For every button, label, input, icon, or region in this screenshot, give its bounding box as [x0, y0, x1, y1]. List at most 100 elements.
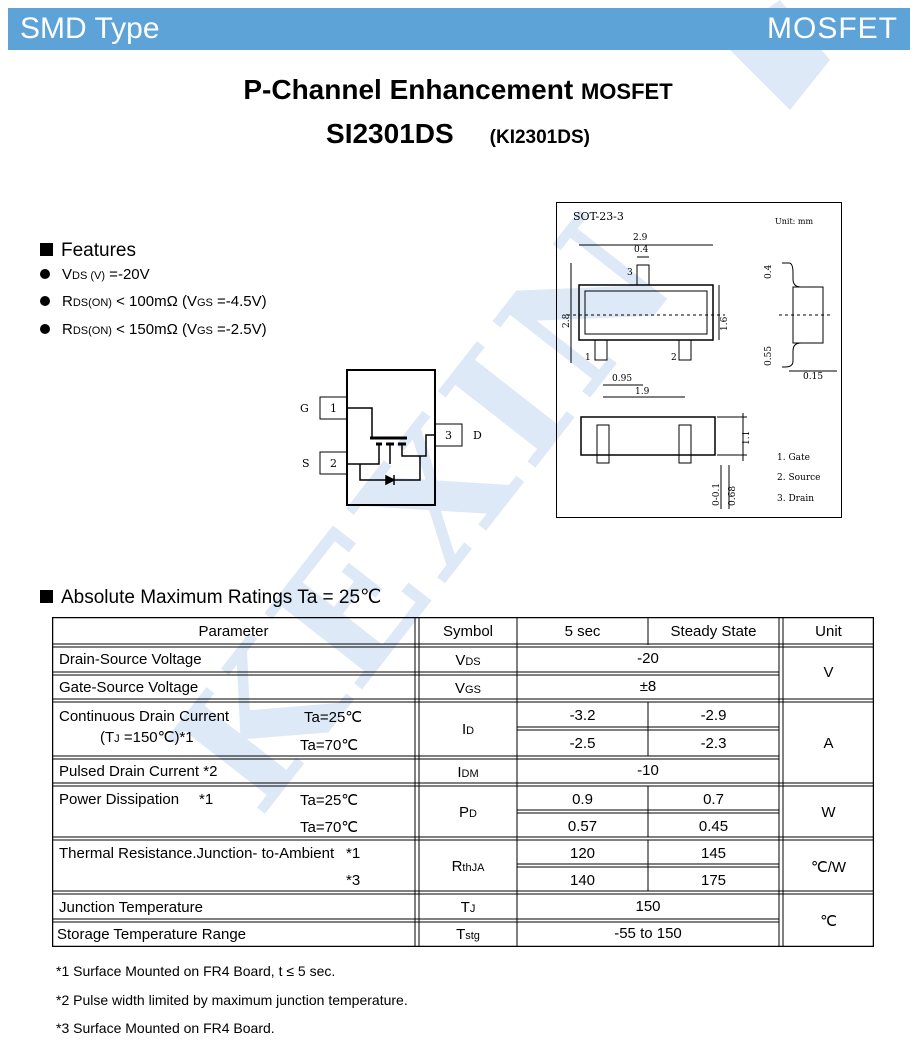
- dim-label: 0.55: [764, 346, 774, 366]
- dim-label: 0.4: [764, 264, 774, 279]
- bullet-icon: [40, 296, 50, 306]
- param-idm: Pulsed Drain Current *2: [59, 763, 218, 780]
- sym-sub: DM: [461, 768, 479, 780]
- symbol-tstg: Tstg: [419, 926, 517, 943]
- sym-sub: thJA: [462, 862, 485, 874]
- col-header-symbol: Symbol: [442, 623, 494, 640]
- param-vgs: Gate-Source Voltage: [59, 679, 199, 696]
- sym-sub: D: [469, 808, 477, 820]
- pin3-label: 3: [445, 429, 452, 442]
- feature-text: R: [62, 293, 73, 310]
- col-header-parameter: Parameter: [198, 623, 269, 640]
- param-id: Continuous Drain Current: [59, 708, 230, 725]
- feature-item: VDS (V) =-20V: [40, 266, 150, 283]
- sym-sub: stg: [465, 930, 480, 942]
- value-tj: 150: [635, 898, 661, 915]
- sym-sub: DS: [465, 656, 481, 668]
- header-bar: SMD Type MOSFET: [8, 8, 910, 50]
- sym-sub: GS: [465, 684, 481, 696]
- feature-text: < 100mΩ (V: [111, 293, 197, 310]
- footnote-1: *1 Surface Mounted on FR4 Board, t ≤ 5 s…: [56, 963, 336, 979]
- sym-sub: J: [469, 903, 476, 915]
- sym: T: [456, 926, 466, 943]
- unit-cw: ℃/W: [810, 859, 847, 876]
- unit-v: V: [823, 664, 834, 681]
- pin1-label: 1: [330, 402, 337, 415]
- sym-sub: D: [466, 725, 475, 737]
- drain-label: D: [473, 429, 482, 442]
- package-name: SOT-23-3: [573, 210, 624, 223]
- bullet-icon: [40, 269, 50, 279]
- unit-a: A: [823, 735, 834, 752]
- feature-item: RDS(ON) < 100mΩ (VGS =-4.5V): [40, 293, 267, 310]
- sym: T: [460, 899, 470, 916]
- cond-ta70: Ta=70℃: [300, 737, 359, 754]
- unit-label: Unit: mm: [775, 217, 813, 226]
- symbol-rth: RthJA: [419, 858, 517, 875]
- legend-drain: 3. Drain: [777, 494, 814, 504]
- footnote-2: *2 Pulse width limited by maximum juncti…: [56, 992, 408, 1008]
- txt: =150℃)*1: [119, 729, 194, 746]
- part-number-line: SI2301DS(KI2301DS): [0, 118, 916, 150]
- feature-sub: DS(ON): [72, 297, 112, 309]
- square-bullet-icon: [40, 590, 53, 603]
- value-cell: -2.9: [700, 707, 727, 724]
- dim-label: 0.15: [803, 372, 823, 382]
- txt: (T: [100, 729, 115, 746]
- mosfet-symbol: [347, 407, 435, 486]
- dim-label: 0.68: [728, 486, 738, 506]
- col-header-5sec: 5 sec: [564, 623, 601, 640]
- feature-item: RDS(ON) < 150mΩ (VGS =-2.5V): [40, 321, 267, 338]
- sym: R: [451, 858, 463, 875]
- legend-gate: 1. Gate: [777, 453, 810, 463]
- note-ref: *1: [199, 791, 214, 808]
- square-bullet-icon: [40, 243, 53, 256]
- value-cell: 0.45: [698, 818, 729, 835]
- source-label: S: [302, 457, 310, 470]
- feature-text: < 150mΩ (V: [111, 321, 197, 338]
- title-main: P-Channel Enhancement: [243, 74, 581, 105]
- features-heading: Features: [40, 240, 136, 262]
- dim-label: 0-0.1: [712, 483, 722, 506]
- value-cell: 175: [700, 872, 727, 889]
- dim-label: 1.1: [742, 431, 752, 445]
- value-cell: 0.9: [572, 791, 593, 808]
- title-mosfet: MOSFET: [580, 79, 673, 104]
- param-tj: Junction Temperature: [59, 899, 203, 916]
- footnote-3: *3 Surface Mounted on FR4 Board.: [56, 1020, 275, 1036]
- note-ref: *1: [346, 845, 361, 862]
- unit-c: ℃: [820, 913, 837, 930]
- product-title: P-Channel Enhancement MOSFET: [0, 74, 916, 106]
- features-heading-text: Features: [61, 240, 136, 261]
- pkg-pin-label: 2: [671, 353, 677, 363]
- package-drawing: SOT-23-3 Unit: mm 2.9 0.4 2.8 1.6 0.95 1…: [556, 202, 842, 518]
- bullet-icon: [40, 324, 50, 334]
- symbol-vds: VDS: [419, 652, 517, 669]
- table-grid: [52, 617, 874, 947]
- param-pd: Power Dissipation: [59, 791, 180, 808]
- symbol-id: ID: [419, 721, 517, 738]
- value-idm: -10: [637, 762, 659, 779]
- feature-text: V: [62, 266, 73, 283]
- dim-label: 1.9: [635, 387, 650, 397]
- gate-label: G: [300, 402, 309, 415]
- mosfet-schematic: 1 2 3 G S D: [300, 369, 482, 506]
- cond-ta25: Ta=25℃: [300, 792, 359, 809]
- sym: V: [455, 680, 466, 697]
- sym: I: [461, 721, 467, 738]
- param-rth: Thermal Resistance.Junction- to-Ambient: [59, 845, 335, 862]
- cond-ta25: Ta=25℃: [304, 709, 363, 726]
- sym: V: [455, 652, 466, 669]
- value-tstg: -55 to 150: [614, 925, 682, 942]
- feature-sub: DS (V): [72, 270, 106, 282]
- feature-text: =-4.5V): [212, 293, 267, 310]
- sym: P: [459, 804, 470, 821]
- pkg-pin-label: 1: [585, 353, 591, 363]
- txt-sub: J: [114, 733, 120, 745]
- legend-source: 2. Source: [777, 473, 821, 483]
- symbol-tj: TJ: [419, 899, 517, 916]
- symbol-vgs: VGS: [419, 680, 517, 697]
- pin2-box: [319, 451, 348, 475]
- col-header-unit: Unit: [815, 623, 842, 640]
- value-cell: 140: [569, 872, 596, 889]
